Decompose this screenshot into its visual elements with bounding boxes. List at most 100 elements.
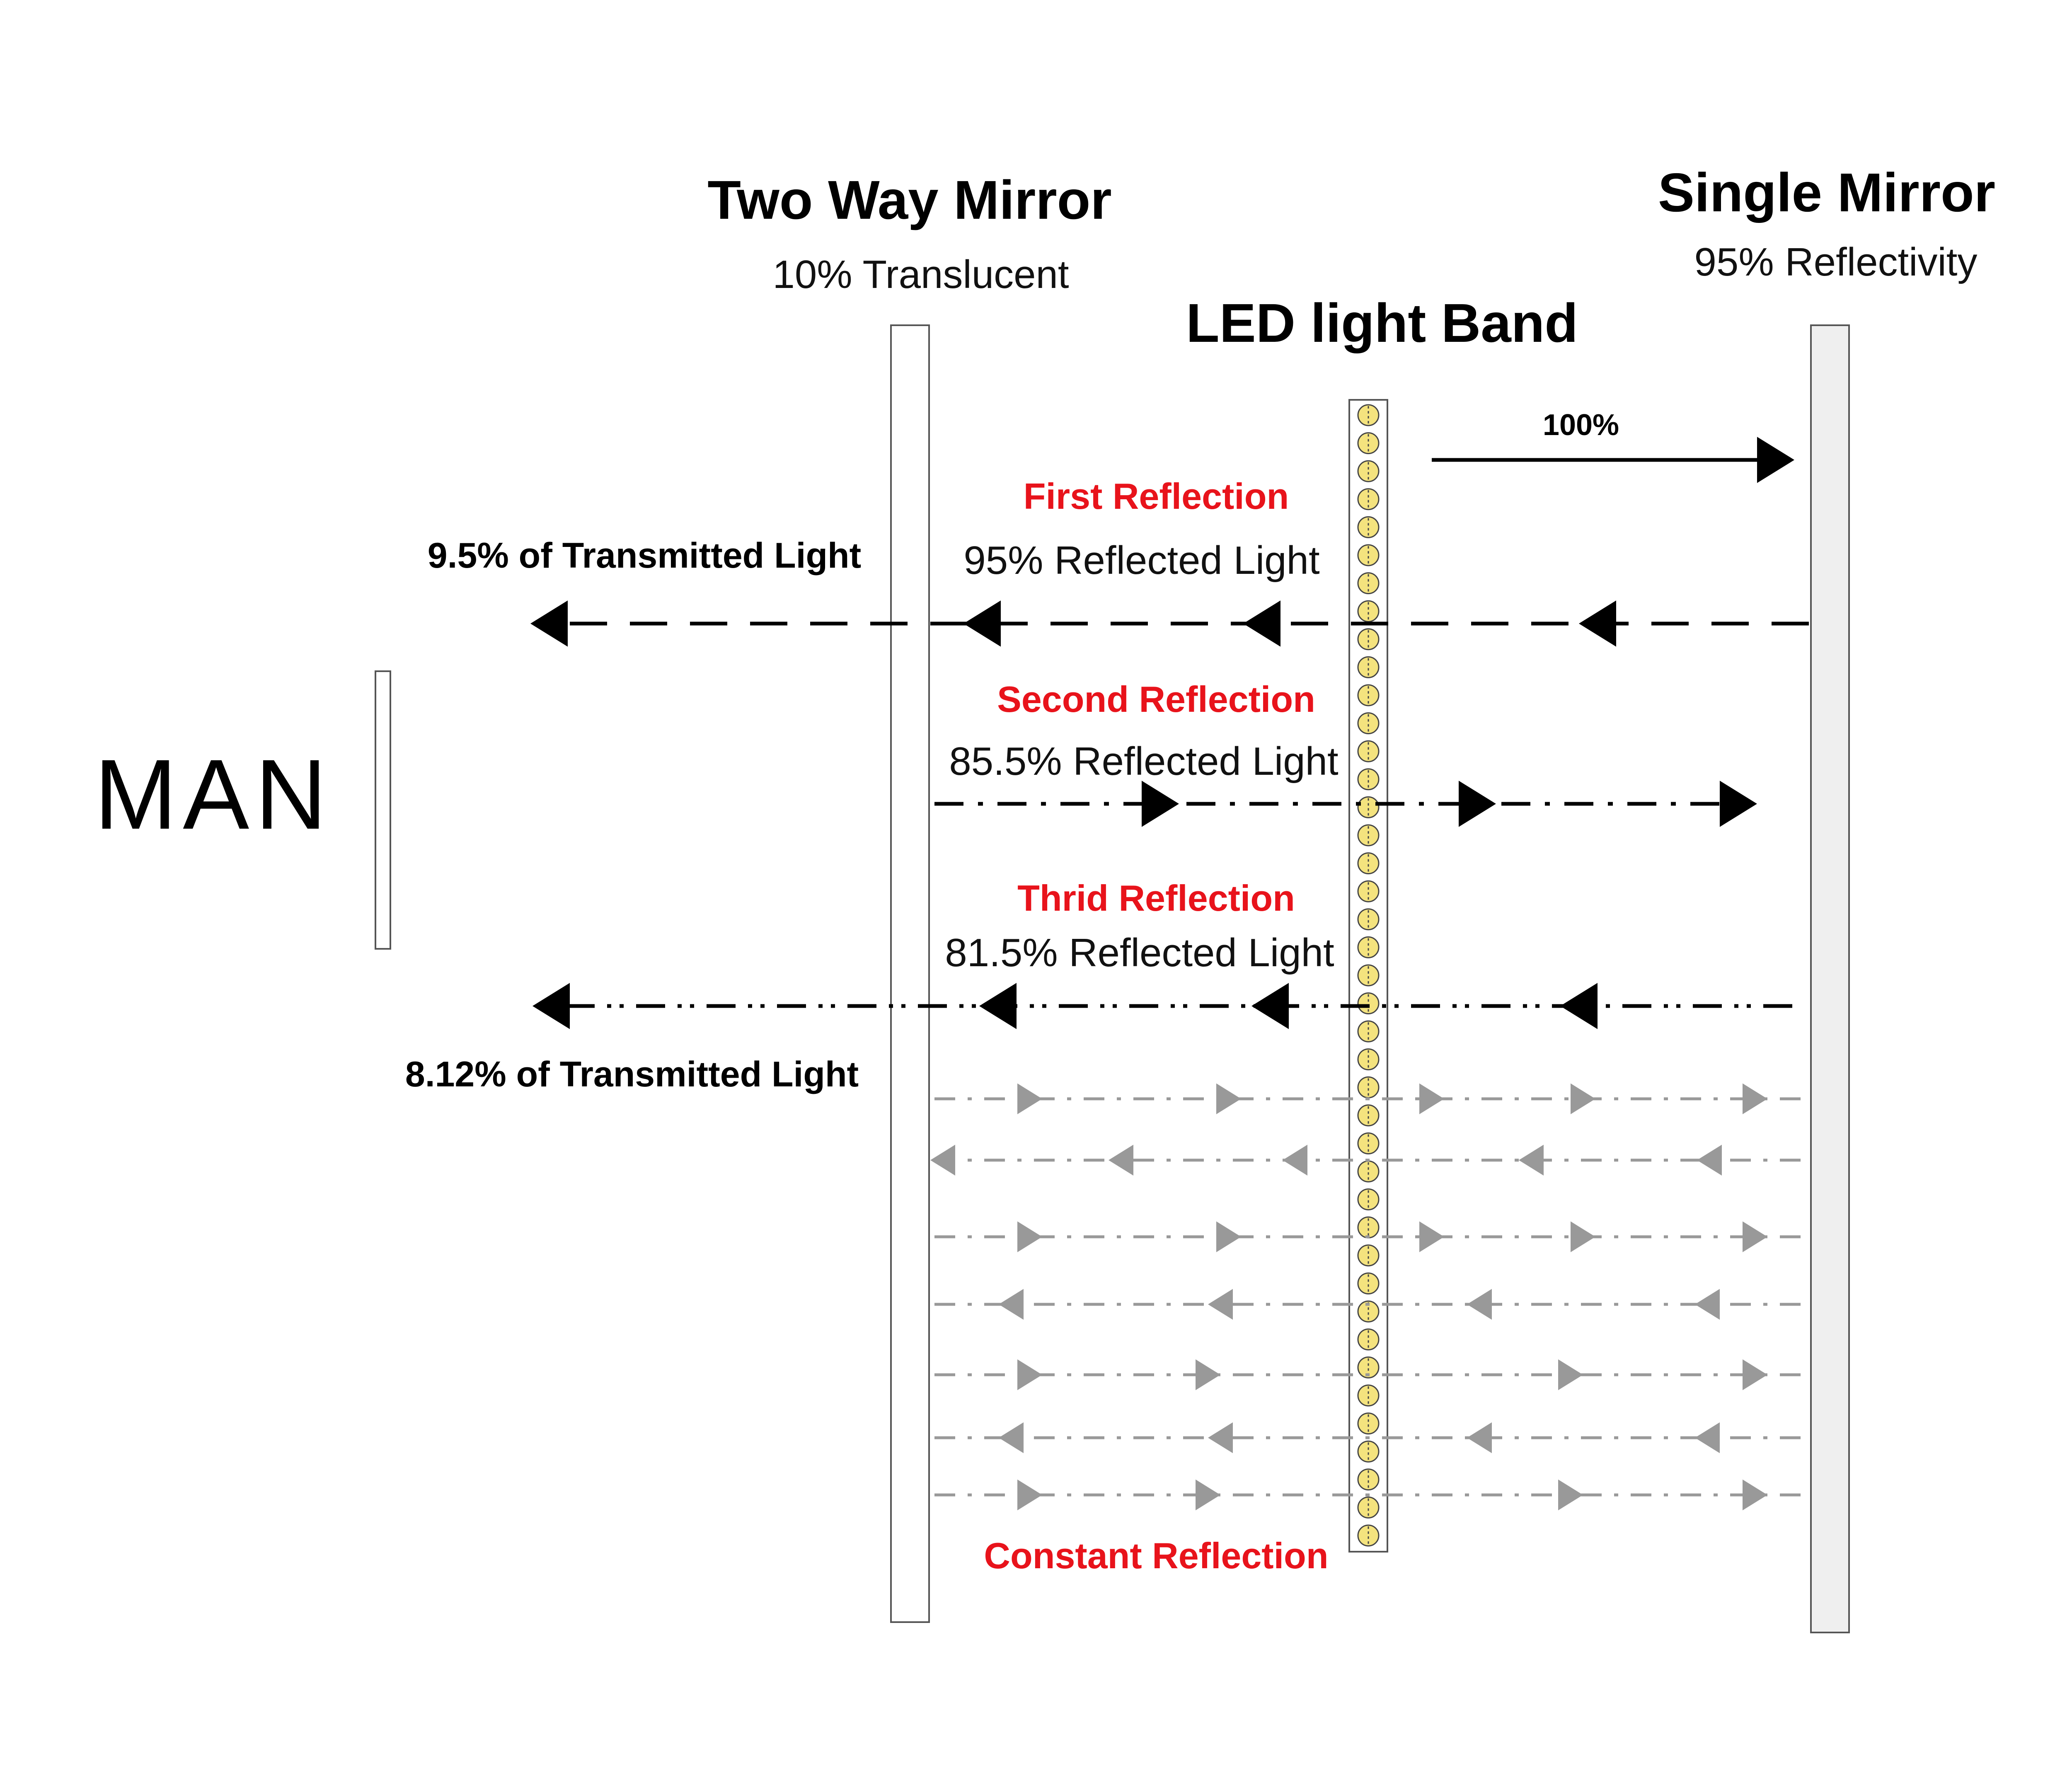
led-icon [1357,992,1380,1015]
led-array [1357,404,1380,1547]
led-icon [1357,516,1380,538]
arrow-head-icon [1208,1422,1233,1453]
led-icon [1357,1244,1380,1267]
arrow-head-icon [1519,1144,1544,1176]
arrow-head-icon [1571,1221,1595,1253]
arrow-head-icon [1017,1359,1042,1391]
arrow-head-icon [1560,983,1598,1029]
arrow-head-icon [1571,1083,1595,1115]
constant-reflection-label: Constant Reflection [984,1535,1328,1576]
arrow-head-icon [1579,600,1616,647]
transmitted-light-1: 9.5% of Transmitted Light [428,536,861,576]
arrow-head-icon [1017,1221,1042,1253]
first-reflected-light: 95% Reflected Light [963,538,1319,583]
two-way-mirror-title: Two Way Mirror [707,169,1111,230]
led-icon [1357,1412,1380,1435]
arrow-head-icon [1695,1422,1720,1453]
led-icon [1357,1160,1380,1183]
arrow-head-icon [1697,1144,1722,1176]
led-icon [1357,1216,1380,1238]
arrow-head-icon [1467,1422,1492,1453]
man-label: MAN [94,739,332,850]
arrow-head-icon [999,1289,1024,1320]
main-arrows [530,437,1809,1029]
arrow-head-icon [1743,1479,1767,1511]
arrow-head-icon [1283,1144,1307,1176]
arrow-head-icon [1216,1221,1241,1253]
led-icon [1357,1440,1380,1463]
two-way-mirror [890,324,930,1623]
led-icon [1357,852,1380,875]
arrow-head-icon [979,983,1017,1029]
led-icon [1357,1272,1380,1295]
led-icon [1357,1132,1380,1155]
led-icon [1357,1468,1380,1491]
led-icon [1357,936,1380,958]
led-icon [1357,796,1380,818]
hundred-percent-label: 100% [1543,409,1619,442]
led-icon [1357,1048,1380,1071]
arrow-head-icon [1419,1221,1444,1253]
led-icon [1357,600,1380,622]
arrow-head-icon [530,600,568,647]
arrow-head-icon [1109,1144,1133,1176]
man-panel [375,670,391,950]
arrow-head-icon [1216,1083,1241,1115]
arrow-head-icon [1743,1221,1767,1253]
arrow-head-icon [1142,781,1179,827]
arrow-head-icon [963,600,1001,647]
led-icon [1357,740,1380,762]
single-mirror [1810,324,1850,1633]
arrow-head-icon [1419,1083,1444,1115]
led-icon [1357,1076,1380,1098]
led-icon [1357,1188,1380,1211]
led-icon [1357,628,1380,651]
arrow-head-icon [1251,983,1289,1029]
led-icon [1357,1328,1380,1351]
second-reflection-label: Second Reflection [997,679,1315,720]
arrow-head-icon [533,983,570,1029]
arrow-head-icon [1757,437,1794,483]
led-icon [1357,908,1380,931]
led-icon [1357,1300,1380,1323]
arrow-head-icon [1743,1359,1767,1391]
led-icon [1357,544,1380,566]
led-icon [1357,768,1380,791]
arrow-head-icon [999,1422,1024,1453]
led-icon [1357,656,1380,678]
third-reflection-label: Thrid Reflection [1017,878,1295,919]
arrow-head-icon [1196,1479,1220,1511]
second-reflected-light: 85.5% Reflected Light [949,739,1338,784]
led-icon [1357,1524,1380,1547]
led-icon [1357,880,1380,902]
led-icon [1357,404,1380,426]
arrow-head-icon [1695,1289,1720,1320]
arrow-head-icon [1743,1083,1767,1115]
single-mirror-title: Single Mirror [1658,162,1995,223]
arrow-head-icon [1196,1359,1220,1391]
arrow-head-icon [1243,600,1280,647]
led-icon [1357,964,1380,987]
led-icon [1357,460,1380,482]
led-icon [1357,1384,1380,1407]
third-reflected-light: 81.5% Reflected Light [945,931,1334,975]
arrow-head-icon [1017,1083,1042,1115]
arrow-head-icon [1017,1479,1042,1511]
arrow-head-icon [930,1144,955,1176]
first-reflection-label: First Reflection [1024,476,1289,517]
led-icon [1357,432,1380,455]
single-mirror-subtitle: 95% Reflectivity [1694,240,1978,284]
led-icon [1357,1496,1380,1519]
led-icon [1357,488,1380,510]
led-icon [1357,1104,1380,1127]
arrow-head-icon [1720,781,1757,827]
two-way-mirror-subtitle: 10% Translucent [772,252,1069,297]
led-icon [1357,712,1380,735]
led-icon [1357,824,1380,846]
led-band-title: LED light Band [1186,293,1578,353]
led-icon [1357,684,1380,706]
led-icon [1357,572,1380,595]
constant-reflection-arrows [930,1083,1809,1511]
arrow-head-icon [1467,1289,1492,1320]
